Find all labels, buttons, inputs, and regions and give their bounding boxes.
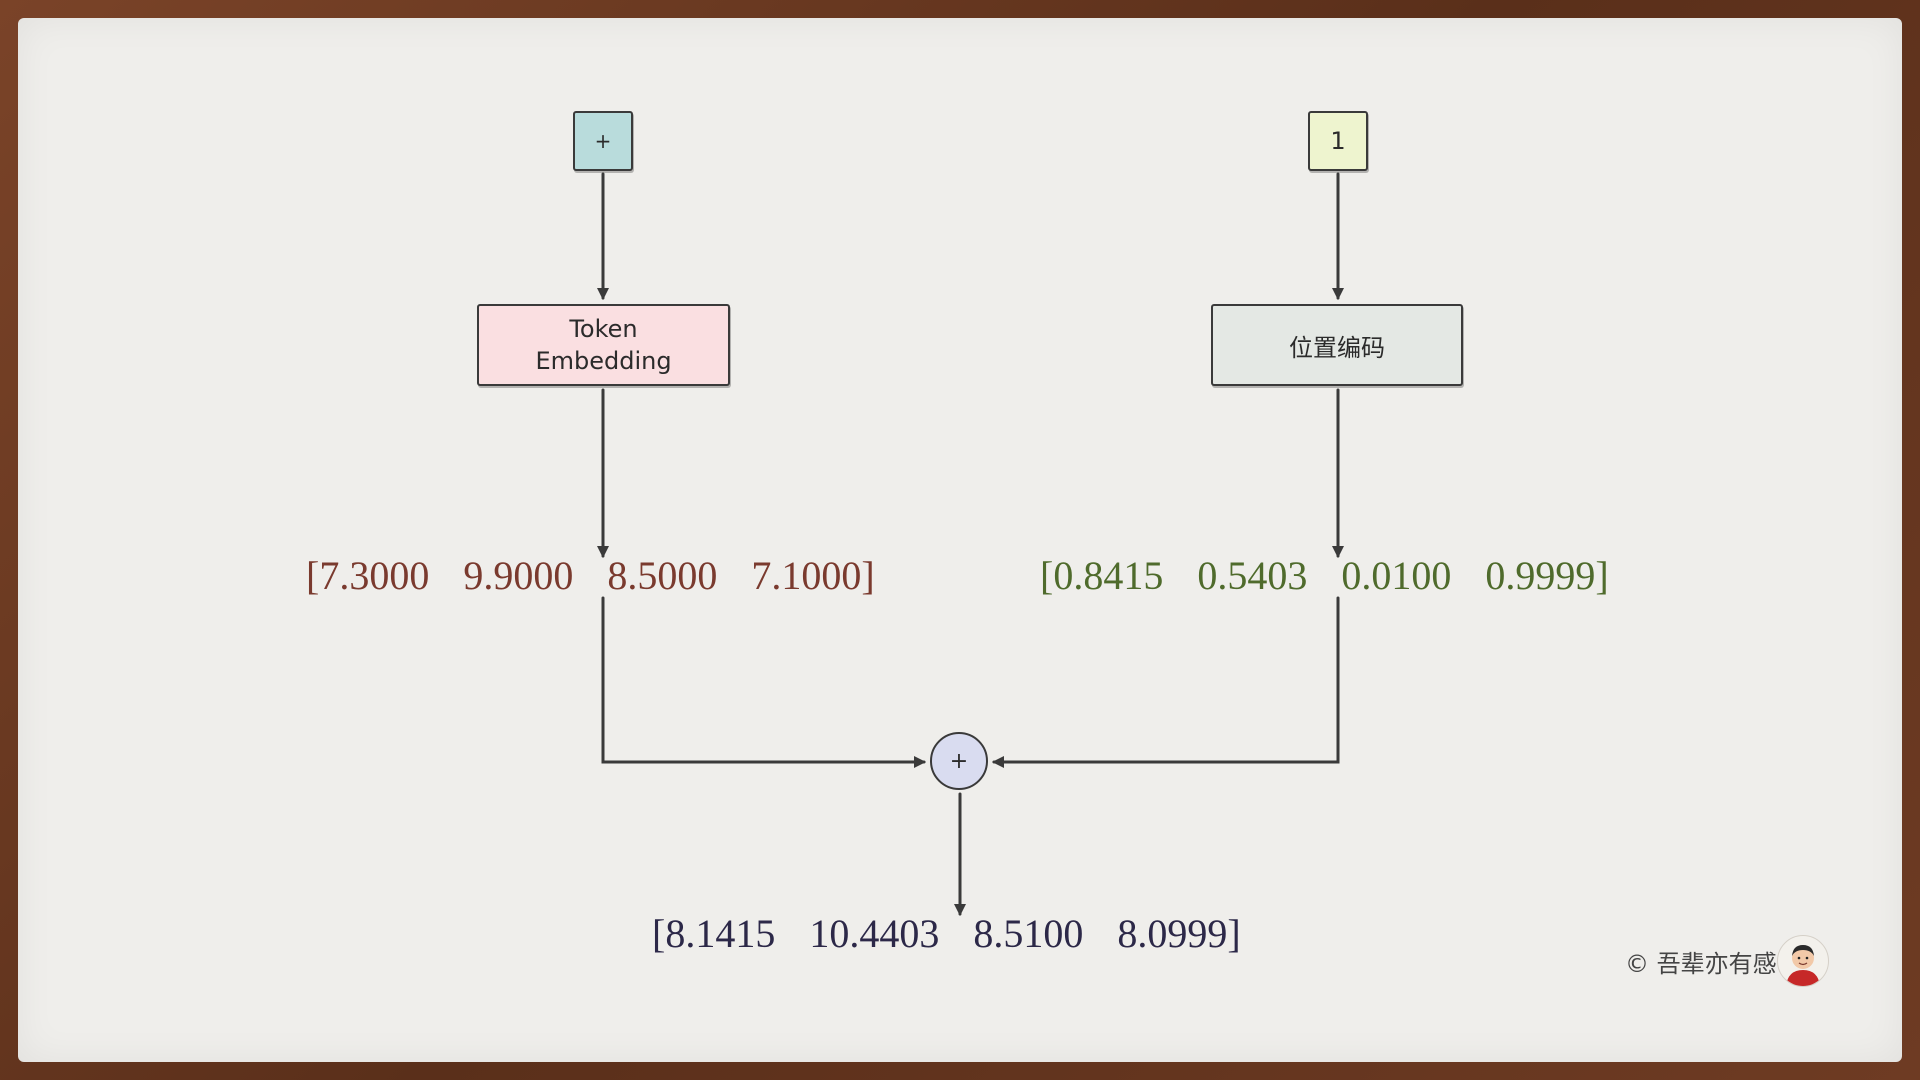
token-vector-value: 7.1000 [751,553,862,598]
result-vector-value: 8.5100 [973,911,1084,956]
token-embedding-label-line1: Token [569,315,638,343]
position-vector-value: 0.8415 [1053,553,1164,598]
token-input-label: + [594,129,612,153]
token-embedding-label-line2: Embedding [535,347,672,375]
position-input-box: 1 [1308,111,1368,171]
position-vector-value: 0.9999 [1485,553,1596,598]
positional-encoding-box: 位置编码 [1211,304,1463,386]
arrow-token-vector-to-sum [601,596,926,768]
avatar-portrait-icon [1786,945,1820,986]
token-input-box: + [573,111,633,171]
result-vector-value: 8.0999 [1117,911,1228,956]
token-vector-value: 9.9000 [463,553,574,598]
position-input-label: 1 [1330,127,1346,155]
position-vector-value: 0.5403 [1197,553,1308,598]
sum-operator-label: + [949,748,969,774]
token-vector-value: 8.5000 [607,553,718,598]
result-vector-value: 8.1415 [665,911,776,956]
positional-encoding-label: 位置编码 [1289,333,1385,362]
arrow-position-vector-to-sum [992,596,1340,768]
position-vector-value: 0.0100 [1341,553,1452,598]
sum-operator-node: + [930,732,988,790]
result-vector-value: 10.4403 [809,911,940,956]
author-avatar [1777,935,1829,987]
token-vector-value: 7.3000 [319,553,430,598]
copyright-credit: © 吾辈亦有感 [1625,950,1777,978]
token-embedding-box: Token Embedding [477,304,730,386]
